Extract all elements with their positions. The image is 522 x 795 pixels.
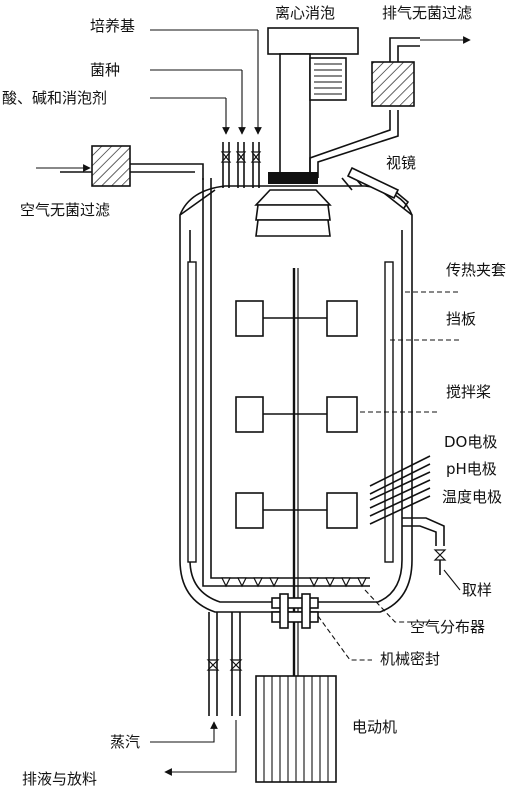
left-baffle	[187, 261, 197, 563]
exhaust-filter-box	[371, 61, 415, 107]
sight-glass	[341, 166, 410, 209]
label-ph-electrode: pH电极	[446, 460, 497, 478]
label-exhaust-filter: 排气无菌过滤	[382, 4, 472, 22]
mechanical-seal	[271, 593, 319, 629]
vessel-inner-shell	[189, 230, 403, 603]
label-air-sparger: 空气分布器	[410, 618, 485, 636]
label-jacket: 传热夹套	[446, 261, 506, 279]
leader-sparger	[364, 589, 430, 623]
label-sight-glass: 视镜	[386, 154, 416, 172]
centrifugal-defoamer	[254, 27, 359, 237]
label-culture-medium: 培养基	[90, 17, 135, 35]
exhaust-line	[309, 110, 399, 178]
vessel-top-head	[179, 185, 413, 216]
air-sparger	[202, 178, 370, 588]
label-motor: 电动机	[352, 718, 397, 736]
label-air-filter: 空气无菌过滤	[20, 201, 110, 219]
sampling-port	[402, 517, 447, 575]
air-filter-box	[91, 145, 131, 187]
leader-seal	[317, 615, 372, 661]
impeller-middle	[235, 396, 358, 433]
label-centrifugal-defoamer: 离心消泡	[275, 4, 335, 22]
label-acid-base-antifoam: 酸、碱和消泡剂	[2, 89, 107, 107]
label-steam: 蒸汽	[110, 733, 140, 751]
label-discharge: 排液与放料	[22, 770, 97, 788]
label-impeller: 搅拌桨	[446, 383, 491, 401]
feed-nozzles	[220, 142, 262, 188]
label-mech-seal: 机械密封	[380, 650, 440, 668]
label-temp-electrode: 温度电极	[442, 488, 502, 506]
impeller-lower	[235, 492, 358, 529]
label-inoculum: 菌种	[90, 61, 120, 79]
label-baffle: 挡板	[446, 310, 476, 328]
drain-steam-lines	[206, 612, 243, 716]
impeller-upper	[235, 300, 358, 337]
label-sampling: 取样	[462, 581, 492, 599]
electrodes	[369, 455, 431, 525]
label-do-electrode: DO电极	[444, 433, 497, 451]
leader-sampling	[443, 569, 461, 591]
vessel-outer-shell	[179, 189, 413, 613]
motor	[255, 675, 337, 783]
